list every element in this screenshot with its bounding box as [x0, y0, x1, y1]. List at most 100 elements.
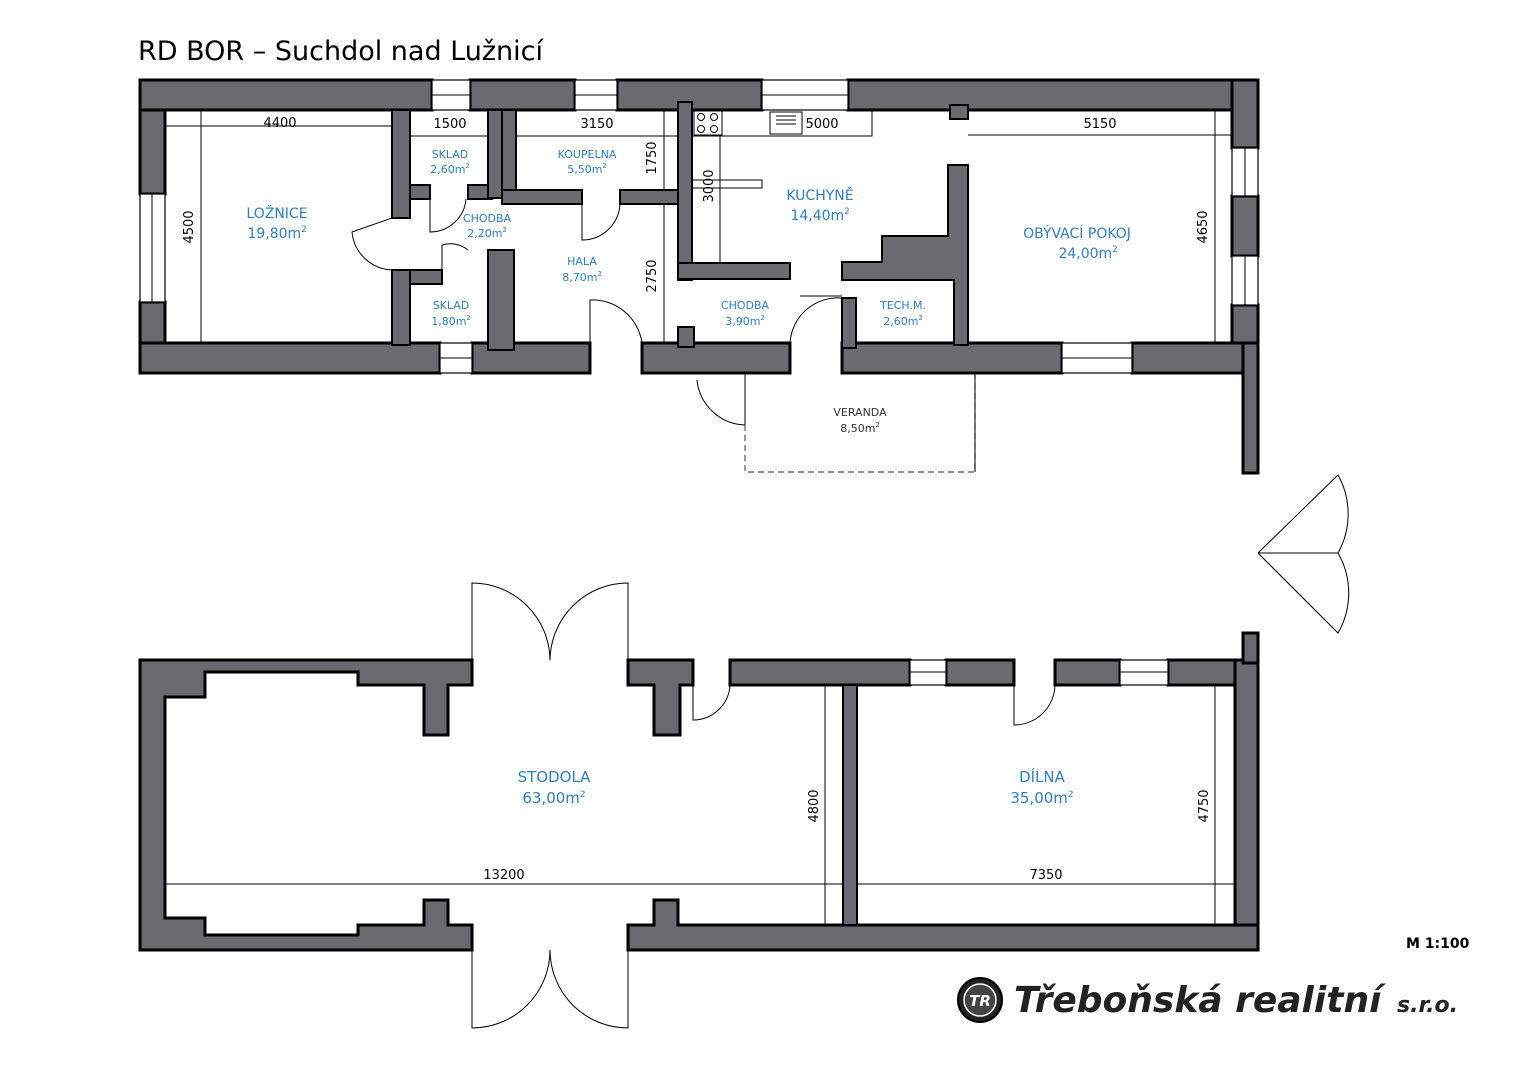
room-area: 5,50m2: [567, 162, 606, 176]
house-dimensions: [165, 110, 1232, 343]
wall: [138, 341, 442, 375]
room-sklad-1: SKLAD 2,60m2: [430, 148, 469, 176]
wall: [1241, 341, 1260, 475]
doors: [351, 198, 843, 426]
wall: [391, 109, 411, 219]
dim-label: 1500: [433, 117, 466, 132]
sink-icon: [769, 111, 803, 135]
brand-name: Třeboňská realitní: [1014, 980, 1386, 1021]
room-area: 3,90m2: [725, 314, 764, 328]
wall: [949, 104, 969, 120]
room-kuchyne: KUCHYNĚ 14,40m2: [786, 187, 853, 224]
wall: [138, 78, 434, 112]
room-name: KOUPELNA: [558, 148, 617, 161]
dim-label: 2750: [645, 259, 660, 292]
wall: [677, 101, 693, 281]
scale-label: M 1:100: [1406, 936, 1470, 952]
brand-logo: TR Třeboňská realitní s.r.o.: [957, 977, 1458, 1023]
barn-dimensions: [165, 685, 1235, 925]
wall: [138, 658, 474, 952]
wall: [728, 658, 912, 687]
dim-label: 3000: [702, 169, 717, 202]
dim-label: 13200: [483, 868, 524, 883]
room-name: HALA: [567, 255, 597, 268]
wall: [487, 109, 503, 199]
dim-label: 4500: [182, 210, 197, 243]
room-name: CHODBA: [463, 212, 512, 225]
room-loznice: LOŽNICE 19,80m2: [246, 204, 307, 242]
kitchen-shelf: [691, 179, 763, 189]
room-veranda: VERANDA 8,50m2: [833, 406, 887, 435]
room-obyvaci-pokoj: OBÝVACÍ POKOJ 24,00m2: [1023, 225, 1131, 262]
barn-walls: [138, 631, 1260, 952]
room-chodba-2: CHODBA 3,90m2: [721, 299, 770, 328]
room-area: 8,50m2: [840, 421, 879, 435]
dim-label: 1750: [645, 141, 660, 174]
wall: [840, 341, 1064, 375]
room-area: 2,20m2: [467, 226, 506, 240]
dim-label: 5150: [1083, 117, 1116, 132]
wall: [677, 326, 695, 348]
room-name: DÍLNA: [1019, 767, 1066, 786]
room-name: CHODBA: [721, 299, 770, 312]
dim-label: 4650: [1196, 210, 1211, 243]
house-windows: [139, 79, 1259, 374]
wall: [626, 898, 1260, 952]
room-name: SKLAD: [433, 299, 470, 312]
room-area: 24,00m2: [1058, 244, 1117, 262]
room-sklad-2: SKLAD 1,80m2: [431, 299, 470, 328]
dim-label: 7350: [1029, 868, 1062, 883]
wall: [468, 78, 577, 112]
wall: [1233, 658, 1260, 952]
room-name: KUCHYNĚ: [786, 187, 853, 204]
wall: [677, 262, 791, 280]
wall: [1241, 631, 1260, 665]
room-chodba-1: CHODBA 2,20m2: [463, 212, 512, 240]
room-area: 1,80m2: [431, 314, 470, 328]
wall: [1230, 194, 1260, 258]
wall: [501, 109, 517, 199]
wall: [1130, 341, 1260, 375]
room-area: 14,40m2: [790, 206, 849, 224]
barn-windows: [909, 659, 1169, 686]
wall: [626, 658, 695, 737]
veranda-outline: [744, 373, 976, 473]
plan-title: RD BOR – Suchdol nad Lužnicí: [138, 36, 544, 67]
room-name: VERANDA: [833, 406, 887, 419]
wall: [944, 658, 1016, 687]
room-area: 63,00m2: [522, 789, 585, 807]
wall: [1053, 658, 1122, 687]
wall: [841, 297, 857, 349]
barn-doors: [471, 582, 1056, 1029]
room-area: 2,60m2: [430, 162, 469, 176]
dim-label: 5000: [805, 117, 838, 132]
wall: [841, 164, 969, 346]
kitchen-counter: [691, 109, 873, 137]
room-area: 8,70m2: [562, 270, 601, 284]
room-tech: TECH.M. 2,60m2: [879, 299, 926, 328]
room-name: STODOLA: [518, 768, 592, 786]
room-koupelna: KOUPELNA 5,50m2: [558, 148, 617, 176]
dim-label: 4750: [1197, 789, 1212, 822]
wall: [487, 249, 515, 351]
dim-label: 4800: [807, 789, 822, 822]
wall: [501, 189, 583, 205]
wall: [619, 189, 679, 205]
logo-text: TR: [969, 992, 991, 1010]
kitchen-fixtures: [691, 109, 873, 189]
gate: [1257, 474, 1350, 634]
dim-label: 3150: [580, 117, 613, 132]
wall: [846, 78, 1260, 112]
wall: [409, 269, 443, 285]
room-name: LOŽNICE: [246, 204, 307, 222]
room-area: 2,60m2: [883, 314, 922, 328]
room-area: 35,00m2: [1010, 789, 1073, 807]
room-stodola: STODOLA 63,00m2: [518, 768, 592, 807]
brand-suffix: s.r.o.: [1397, 993, 1458, 1018]
room-hala: HALA 8,70m2: [562, 255, 601, 284]
room-dilna: DÍLNA 35,00m2: [1010, 767, 1073, 807]
room-area: 19,80m2: [247, 224, 306, 242]
wall: [391, 269, 411, 346]
room-name: OBÝVACÍ POKOJ: [1023, 225, 1131, 242]
